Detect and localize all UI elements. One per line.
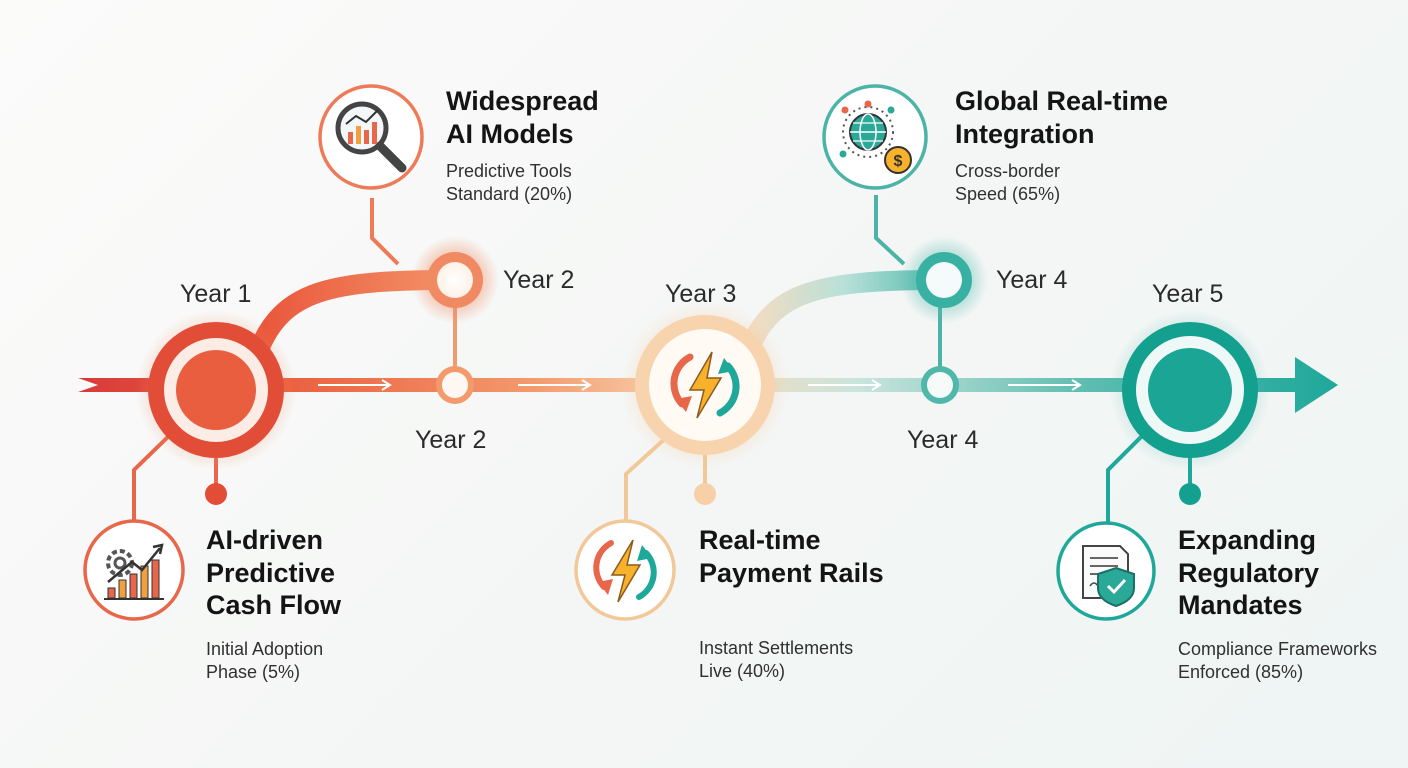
document-shield-icon [1082, 545, 1135, 608]
main-node-year3 [621, 301, 789, 469]
year-label-2-lower: Year 2 [415, 426, 487, 454]
icon-card-year3 [574, 519, 676, 621]
milestone-card-year1: AI-driven Predictive Cash Flow Initial A… [206, 524, 341, 684]
year-label-1: Year 1 [180, 280, 252, 308]
milestone-title: AI-driven Predictive Cash Flow [206, 525, 342, 620]
icon-card-year5 [1056, 521, 1156, 621]
year-label-5: Year 5 [1152, 280, 1224, 308]
svg-text:$: $ [894, 153, 903, 170]
flow-arrows [318, 379, 1082, 391]
main-node-year1 [136, 310, 296, 470]
pin-dot-year1 [205, 483, 227, 505]
milestone-card-year3: Real-time Payment Rails Instant Settleme… [699, 524, 884, 683]
lightning-cycle-icon [670, 351, 740, 419]
milestone-desc: Instant Settlements Live (40%) [699, 638, 854, 681]
gear-chart-icon [104, 543, 164, 600]
year-label-2-upper: Year 2 [503, 266, 575, 294]
milestone-card-year4: Global Real-time Integration Cross-borde… [955, 85, 1168, 206]
pin-dot-year3 [694, 483, 716, 505]
milestone-title: Real-time Payment Rails [699, 525, 884, 588]
icon-card-year1 [83, 519, 185, 621]
globe-dollar-icon: $ [839, 100, 912, 174]
lightning-cycle-icon [593, 539, 657, 603]
pin-dot-year5 [1179, 483, 1201, 505]
magnifier-chart-icon [335, 101, 407, 173]
milestone-title: Global Real-time Integration [955, 86, 1169, 149]
milestone-title: Expanding Regulatory Mandates [1178, 525, 1320, 620]
milestone-desc: Cross-border Speed (65%) [955, 161, 1061, 204]
year-label-3: Year 3 [665, 280, 737, 308]
milestone-card-year5: Expanding Regulatory Mandates Compliance… [1178, 524, 1377, 684]
upper-node-year2 [411, 236, 499, 324]
milestone-card-year2: Widespread AI Models Predictive Tools St… [446, 85, 599, 206]
milestone-desc: Predictive Tools Standard (20%) [446, 161, 573, 204]
band-node-year2 [436, 366, 474, 404]
band-node-year4 [921, 366, 959, 404]
year-label-4-upper: Year 4 [996, 266, 1068, 294]
icon-card-year4: $ [822, 84, 928, 190]
upper-node-year4 [900, 236, 988, 324]
year-label-4-lower: Year 4 [907, 426, 979, 454]
icon-card-year2 [318, 84, 424, 190]
milestone-desc: Initial Adoption Phase (5%) [206, 638, 324, 682]
milestone-desc: Compliance Frameworks Enforced (85%) [1178, 638, 1378, 682]
main-node-year5 [1110, 310, 1270, 470]
milestone-title: Widespread AI Models [446, 86, 599, 149]
